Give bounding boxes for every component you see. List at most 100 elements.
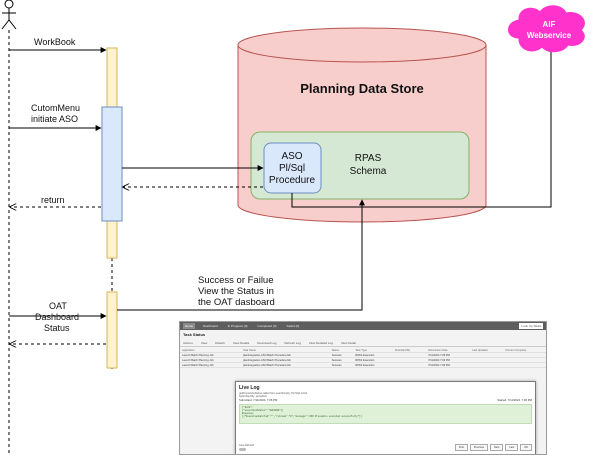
cell-application: Launch Batch Planning Job (180, 352, 242, 358)
task-table-header: Application Task Name Status Task Type S… (180, 348, 546, 353)
rpas-schema-label-line2: Schema (350, 166, 387, 177)
aif-webservice-cloud (508, 5, 585, 53)
cell-status: Success (329, 352, 354, 358)
cell-last-updated (470, 357, 504, 363)
oat-activation-bar (106, 291, 118, 369)
live-log-submitted: Submitted: 7/11/2024, 7:06 PM (239, 398, 278, 402)
cell-task-type: RPAS Execution (353, 352, 393, 358)
col-submitted-by[interactable]: Submitted By (392, 348, 427, 353)
cell-last-updated (470, 362, 504, 368)
cell-application: Launch Batch Planning Job (180, 362, 242, 368)
cell-submission-date: 7/11/2024 7:06 PM (426, 362, 471, 368)
log-line: [{"Executionbatchid":"","retcode":"0","m… (242, 415, 362, 418)
aif-webservice-label-line2: Webservice (527, 31, 572, 40)
cell-percent-complete (503, 352, 546, 358)
tab-failed[interactable]: Failed (0) (286, 324, 300, 328)
cell-last-updated (470, 352, 504, 358)
aso-procedure-label-line2: Pl/Sql (279, 163, 305, 174)
live-log-task-line: getProcedureStatus called from execScrip… (239, 392, 308, 395)
auto-refresh-label: Auto Refresh (239, 444, 255, 447)
oat-label-line3: Status (44, 323, 70, 333)
task-table: Application Task Name Status Task Type S… (180, 348, 546, 368)
cell-status: Success (329, 357, 354, 363)
status-return-arrow (117, 199, 365, 311)
aif-webservice-label-line1: AIF (543, 20, 556, 29)
log-line: {"data": (242, 406, 254, 409)
oat-label-line1: OAT (49, 301, 67, 311)
toolbar-detach[interactable]: Detach (215, 340, 225, 345)
workbook-label: WorkBook (34, 37, 76, 47)
return-label: return (41, 195, 65, 205)
aso-procedure-label-line3: Procedure (269, 175, 316, 186)
task-status-title: Task Status (183, 332, 206, 337)
toolbar-download-log[interactable]: Download Log (257, 340, 277, 345)
rpas-schema-label-line1: RPAS (355, 153, 382, 164)
auto-refresh-toggle[interactable] (239, 448, 246, 451)
toolbar-view-details[interactable]: View Details (232, 340, 250, 345)
live-log-title: Live Log (239, 385, 260, 391)
table-row[interactable]: Launch Batch Planning Job planIntegratio… (180, 352, 546, 358)
cell-task-type: RPAS Execution (353, 357, 393, 363)
live-log-footer: Auto Refresh First Previous Next Last OK (239, 441, 532, 451)
search-tasks-field[interactable]: Look Up Tasks (519, 323, 543, 329)
cell-percent-complete (503, 357, 546, 363)
custom-menu-label-line2: initiate ASO (31, 114, 78, 124)
cell-task-name: planIntegration-ASO:Batch ProcedureJob (241, 357, 330, 363)
col-last-updated[interactable]: Last Updated (470, 348, 504, 353)
cell-submitted-by (392, 357, 427, 363)
cell-percent-complete (503, 362, 546, 368)
oat-label-line2: Dashboard (35, 312, 79, 322)
aif-call-arrow (291, 40, 554, 208)
task-status-screenshot: Home Dashboard In Progress (0) Completed… (179, 321, 547, 455)
toolbar-actions[interactable]: Actions (183, 340, 193, 345)
next-button[interactable]: Next (490, 444, 504, 451)
custom-menu-label-line1: CutomMenu (31, 103, 80, 113)
col-percent-complete[interactable]: Percent Complete (503, 348, 546, 353)
log-line: {"executionStatus":"SUCCESS"}} (242, 409, 284, 412)
col-application[interactable]: Application (180, 348, 242, 353)
live-log-buttons: First Previous Next Last OK (454, 444, 532, 451)
cell-submission-date: 7/11/2024 7:06 PM (426, 357, 471, 363)
custom-menu-activation-bar (101, 106, 123, 222)
col-submission-date[interactable]: Submission Date (426, 348, 471, 353)
last-button[interactable]: Last (505, 444, 519, 451)
screenshot-tab-bar: Home Dashboard In Progress (0) Completed… (180, 322, 546, 330)
cell-status: Success (329, 362, 354, 368)
cell-task-name: planIntegration-ASO:Batch ProcedureJob (241, 352, 330, 358)
tab-completed[interactable]: Completed (0) (257, 324, 277, 328)
col-task-name[interactable]: Task Name (241, 348, 330, 353)
toolbar-view[interactable]: View (200, 340, 208, 345)
status-label-line1: Success or Failue (198, 275, 274, 286)
live-log-times: Submitted: 7/11/2024, 7:06 PM Started: 7… (236, 398, 535, 402)
col-task-type[interactable]: Task Type (353, 348, 393, 353)
table-row[interactable]: Launch Batch Planning Job planIntegratio… (180, 362, 546, 368)
actor-figure (1, 0, 17, 30)
tab-in-progress[interactable]: In Progress (0) (227, 324, 248, 328)
aso-procedure-label-line1: ASO (281, 151, 302, 162)
cell-application: Launch Batch Planning Job (180, 357, 242, 363)
auto-refresh-group: Auto Refresh (239, 444, 254, 451)
previous-button[interactable]: Previous (469, 444, 488, 451)
status-label-line2: View the Status in (198, 286, 274, 297)
live-log-dialog: Live Log getProcedureStatus called from … (235, 381, 536, 454)
log-line: Response: (242, 412, 255, 415)
task-toolbar: Actions View Detach View Details Downloa… (180, 339, 546, 347)
cell-submitted-by (392, 352, 427, 358)
cell-submission-date: 7/11/2024 7:06 PM (426, 352, 471, 358)
toolbar-view-detailed-log[interactable]: View Detailed Log (308, 340, 333, 345)
cell-task-type: RPAS Execution (353, 362, 393, 368)
live-log-output: {"data": {"executionStatus":"SUCCESS"}} … (239, 404, 532, 424)
tab-home[interactable]: Home (183, 323, 196, 329)
live-log-submitted-by: Submitted By: pecadmin (239, 395, 268, 398)
first-button[interactable]: First (454, 444, 468, 451)
status-label-line3: the OAT dasboard (198, 297, 275, 308)
toolbar-view-detail[interactable]: View Detail (340, 340, 356, 345)
planning-data-store-title: Planning Data Store (300, 81, 424, 96)
col-status[interactable]: Status (329, 348, 354, 353)
tab-dashboard[interactable]: Dashboard (203, 324, 218, 328)
cell-submitted-by (392, 362, 427, 368)
table-row[interactable]: Launch Batch Planning Job planIntegratio… (180, 357, 546, 363)
ok-button[interactable]: OK (520, 444, 532, 451)
toolbar-refresh-log[interactable]: Refresh Log (284, 340, 301, 345)
